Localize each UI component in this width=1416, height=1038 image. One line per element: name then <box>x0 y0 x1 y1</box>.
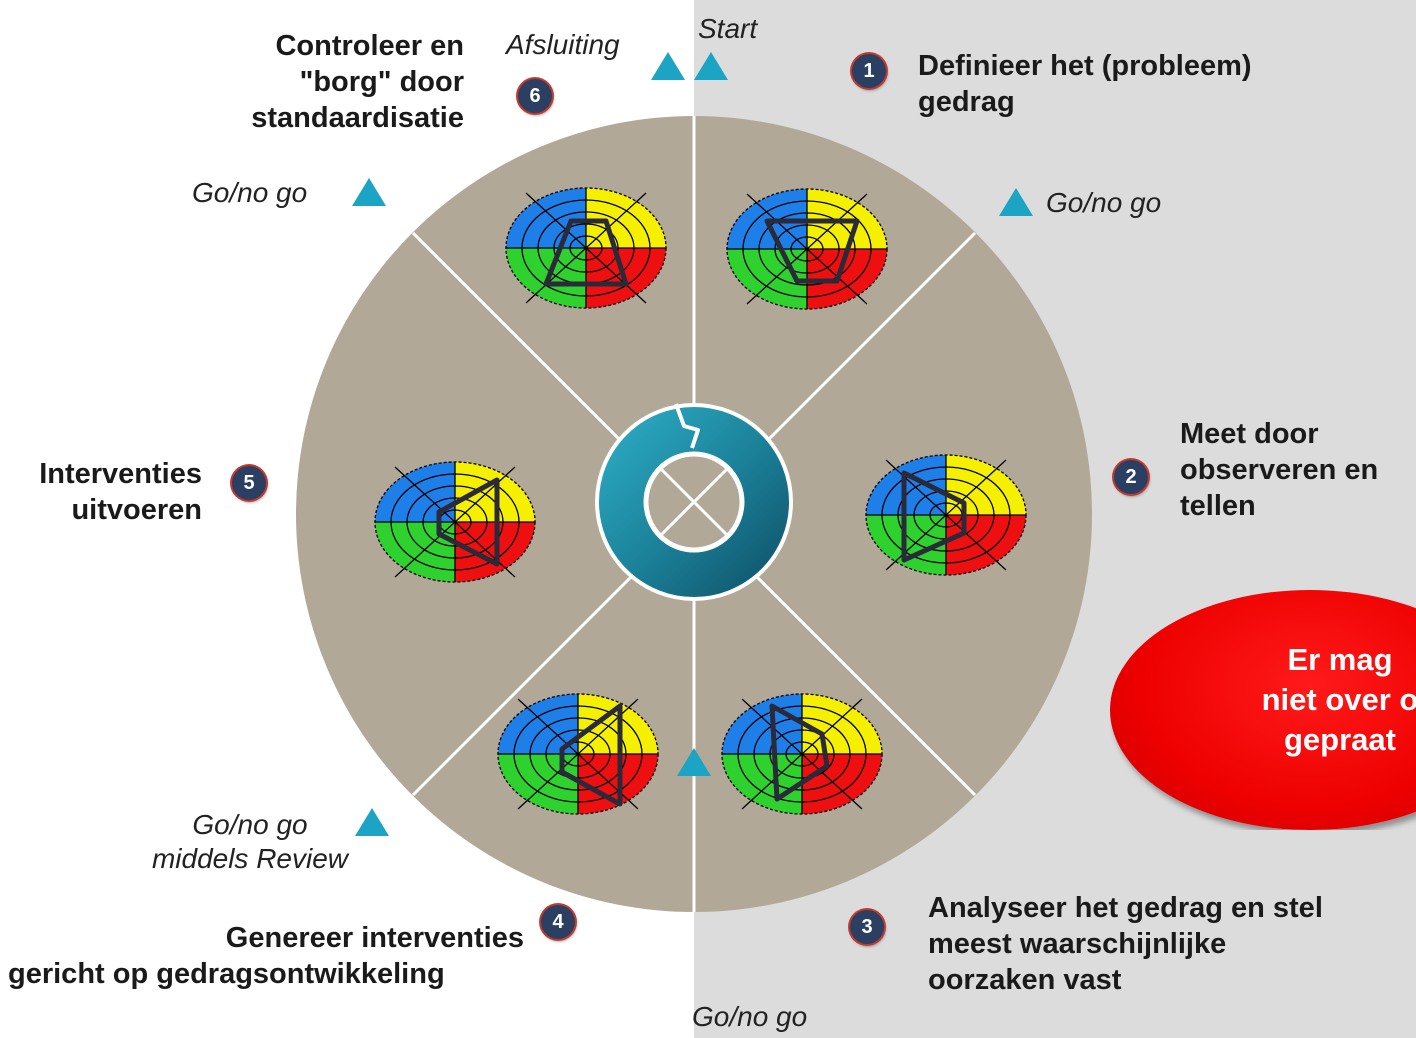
step-3-badge: 3 <box>850 910 884 944</box>
step-5-badge: 5 <box>232 466 266 500</box>
closing-label: Afsluiting <box>506 29 620 60</box>
step-2-line1: Meet door <box>1180 418 1319 450</box>
callout-ellipse: Er mag niet over o gepraat <box>1110 590 1416 830</box>
radar-step-4 <box>497 693 659 815</box>
step-5-line2: uitvoeren <box>71 494 202 526</box>
gonogo-triangle-1-icon <box>999 188 1033 216</box>
step-2-line2: observeren en <box>1180 454 1379 486</box>
step-6-line3: standaardisatie <box>251 102 464 134</box>
gonogo-4-line2: middels Review <box>151 843 349 874</box>
callout-shape <box>1110 590 1416 830</box>
cycle-ring-icon <box>595 403 793 601</box>
start-label: Start <box>698 13 758 44</box>
step-2-badge: 2 <box>1114 460 1148 494</box>
start-triangle-left-icon <box>651 52 685 80</box>
callout-line3: gepraat <box>1284 722 1396 757</box>
step-1-line2: gedrag <box>918 86 1015 118</box>
step-6-line1: Controleer en <box>275 30 464 62</box>
gonogo-triangle-6-icon <box>352 178 386 206</box>
step-6-label: Controleer en "borg" door standaardisati… <box>180 28 464 136</box>
gonogo-1-label: Go/no go <box>1046 187 1162 218</box>
step-4-line1: Genereer interventies <box>225 922 524 954</box>
step-6-line2: "borg" door <box>299 66 464 98</box>
step-3-line2: meest waarschijnlijke <box>928 928 1227 960</box>
radar-step-5 <box>374 461 536 583</box>
step-4-line2: gericht op gedragsontwikkeling <box>8 958 445 990</box>
gonogo-4-line1: Go/no go <box>192 809 308 840</box>
start-triangle-right-icon <box>694 52 728 80</box>
step-5-line1: Interventies <box>39 458 202 490</box>
step-1-line1: Definieer het (probleem) <box>918 50 1252 82</box>
step-4-label: Genereer interventies gericht op gedrags… <box>0 920 528 992</box>
step-4-badge: 4 <box>541 905 575 939</box>
step-3-line1: Analyseer het gedrag en stel <box>928 892 1323 924</box>
step-6-badge: 6 <box>518 79 552 113</box>
step-3-label: Analyseer het gedrag en stel meest waars… <box>928 890 1323 998</box>
step-2-label: Meet door observeren en tellen <box>1180 416 1378 524</box>
gonogo-triangle-3-icon <box>677 748 711 776</box>
callout-line1: Er mag <box>1287 642 1393 677</box>
step-2-line3: tellen <box>1180 490 1256 522</box>
step-3-line3: oorzaken vast <box>928 964 1122 996</box>
step-1-label: Definieer het (probleem) gedrag <box>918 48 1252 120</box>
gonogo-6-label: Go/no go <box>192 177 308 208</box>
radar-step-3 <box>721 693 883 815</box>
radar-step-2 <box>865 454 1027 576</box>
callout-text: Er mag niet over o gepraat <box>1190 640 1416 760</box>
gonogo-triangle-4-icon <box>355 808 389 836</box>
callout-line2: niet over o <box>1261 682 1416 717</box>
radar-step-6 <box>505 187 667 309</box>
gonogo-4-label: Go/no go middels Review <box>130 808 370 876</box>
radar-step-1 <box>726 188 888 310</box>
step-5-label: Interventies uitvoeren <box>0 456 202 528</box>
step-1-badge: 1 <box>852 54 886 88</box>
gonogo-3-label: Go/no go <box>692 1001 808 1032</box>
